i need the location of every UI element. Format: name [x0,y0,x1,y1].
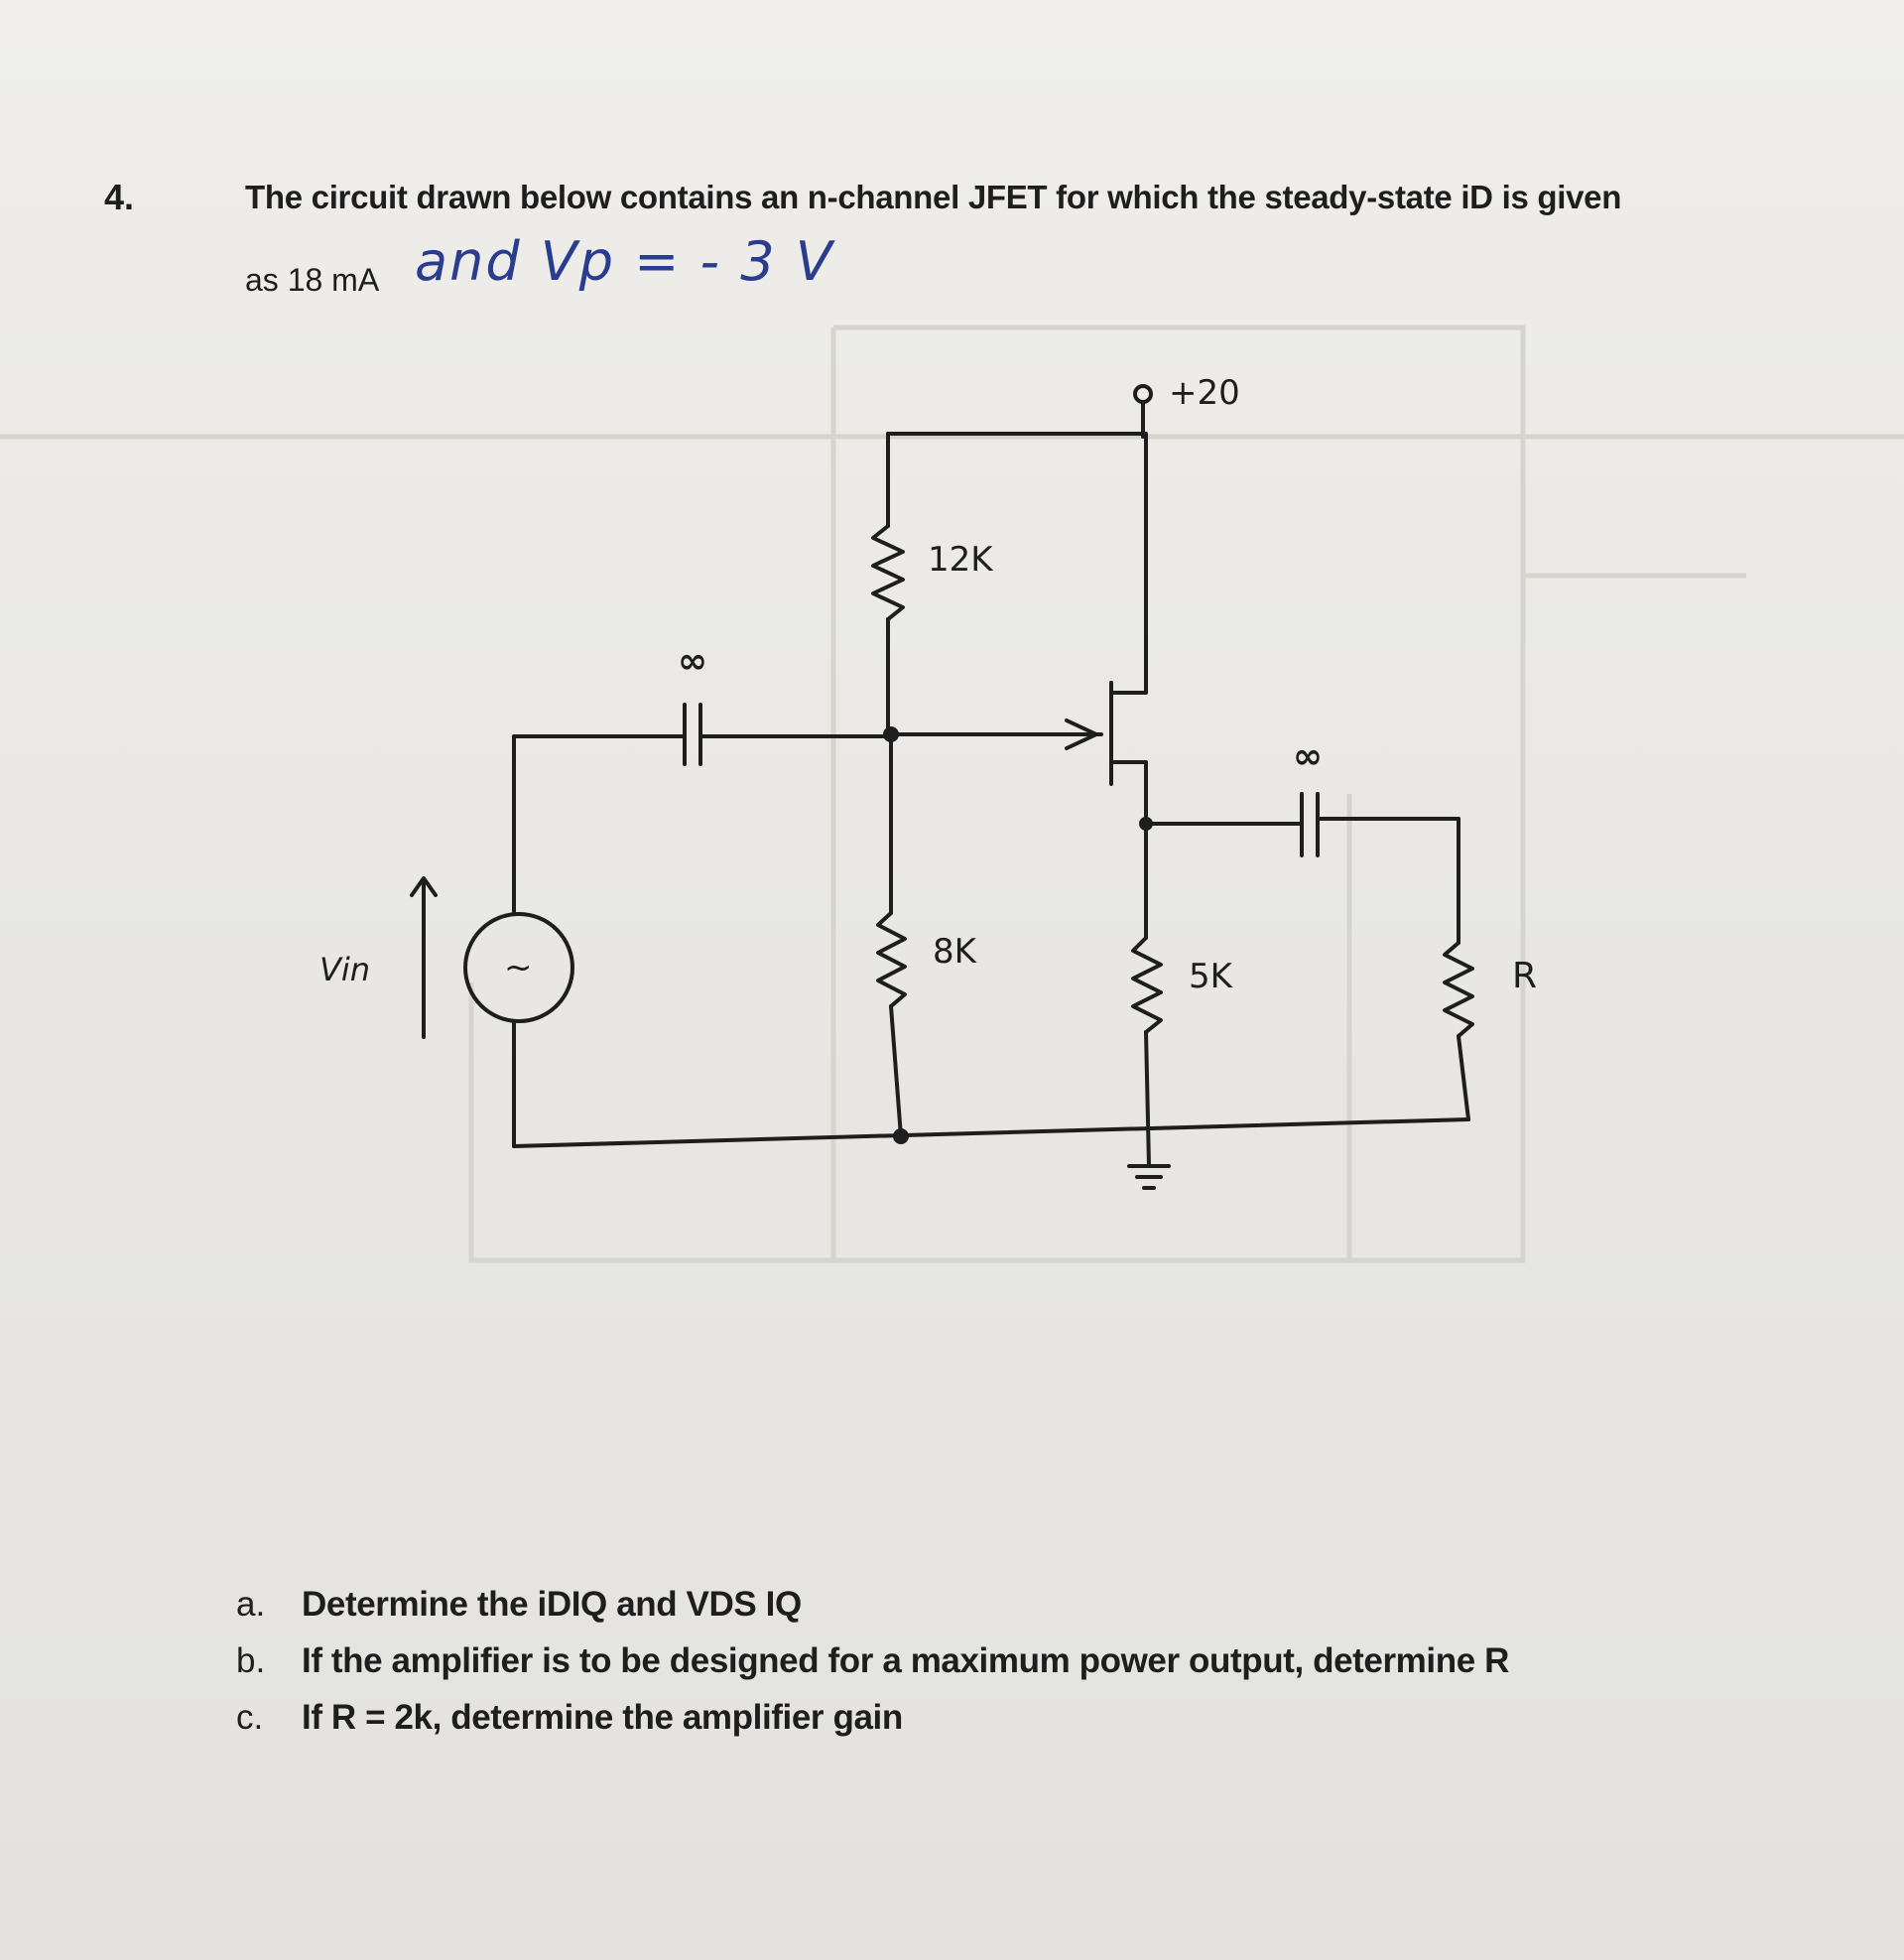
question-statement-continued: as 18 mA [245,262,380,298]
question-number: 4. [104,177,135,217]
resistor-load [1443,941,1474,1038]
ac-source-symbol: ~ [504,948,533,987]
resistor-8k-label: 8K [933,932,978,972]
resistor-8k [876,911,907,1008]
part-c-text: If R = 2k, determine the amplifier gain [302,1698,903,1737]
handwritten-annotation: and Vp = - 3 V [415,230,834,293]
part-b: b. If the amplifier is to be designed fo… [236,1633,1509,1689]
part-b-text: If the amplifier is to be designed for a… [302,1641,1509,1680]
part-c: c. If R = 2k, determine the amplifier ga… [236,1689,1509,1746]
part-c-label: c. [236,1698,264,1737]
part-b-label: b. [236,1641,266,1680]
input-capacitor-label: ∞ [678,641,707,682]
jfet-source [1109,760,1148,826]
ground-rail-wire [512,1117,1470,1148]
output-capacitor-label: ∞ [1293,736,1323,777]
resistor-12k [871,524,905,621]
part-a-text: Determine the iDIQ and VDS IQ [302,1585,802,1624]
vin-label: Vin [319,951,370,988]
ac-voltage-source [463,912,574,1023]
resistor-5k-label: 5K [1189,957,1234,996]
jfet-drain [1109,432,1148,695]
question-statement: The circuit drawn below contains an n-ch… [245,179,1622,215]
resistor-5k [1131,936,1163,1034]
question-parts: a. Determine the iDIQ and VDS IQ b. If t… [236,1576,1509,1746]
resistor-load-label: R [1512,956,1537,996]
resistor-12k-label: 12K [928,540,994,580]
part-a-label: a. [236,1585,266,1624]
part-a: a. Determine the iDIQ and VDS IQ [236,1576,1509,1633]
ground-icon [1127,1164,1171,1190]
supply-terminal [1133,384,1153,404]
supply-label: +20 [1169,373,1240,413]
